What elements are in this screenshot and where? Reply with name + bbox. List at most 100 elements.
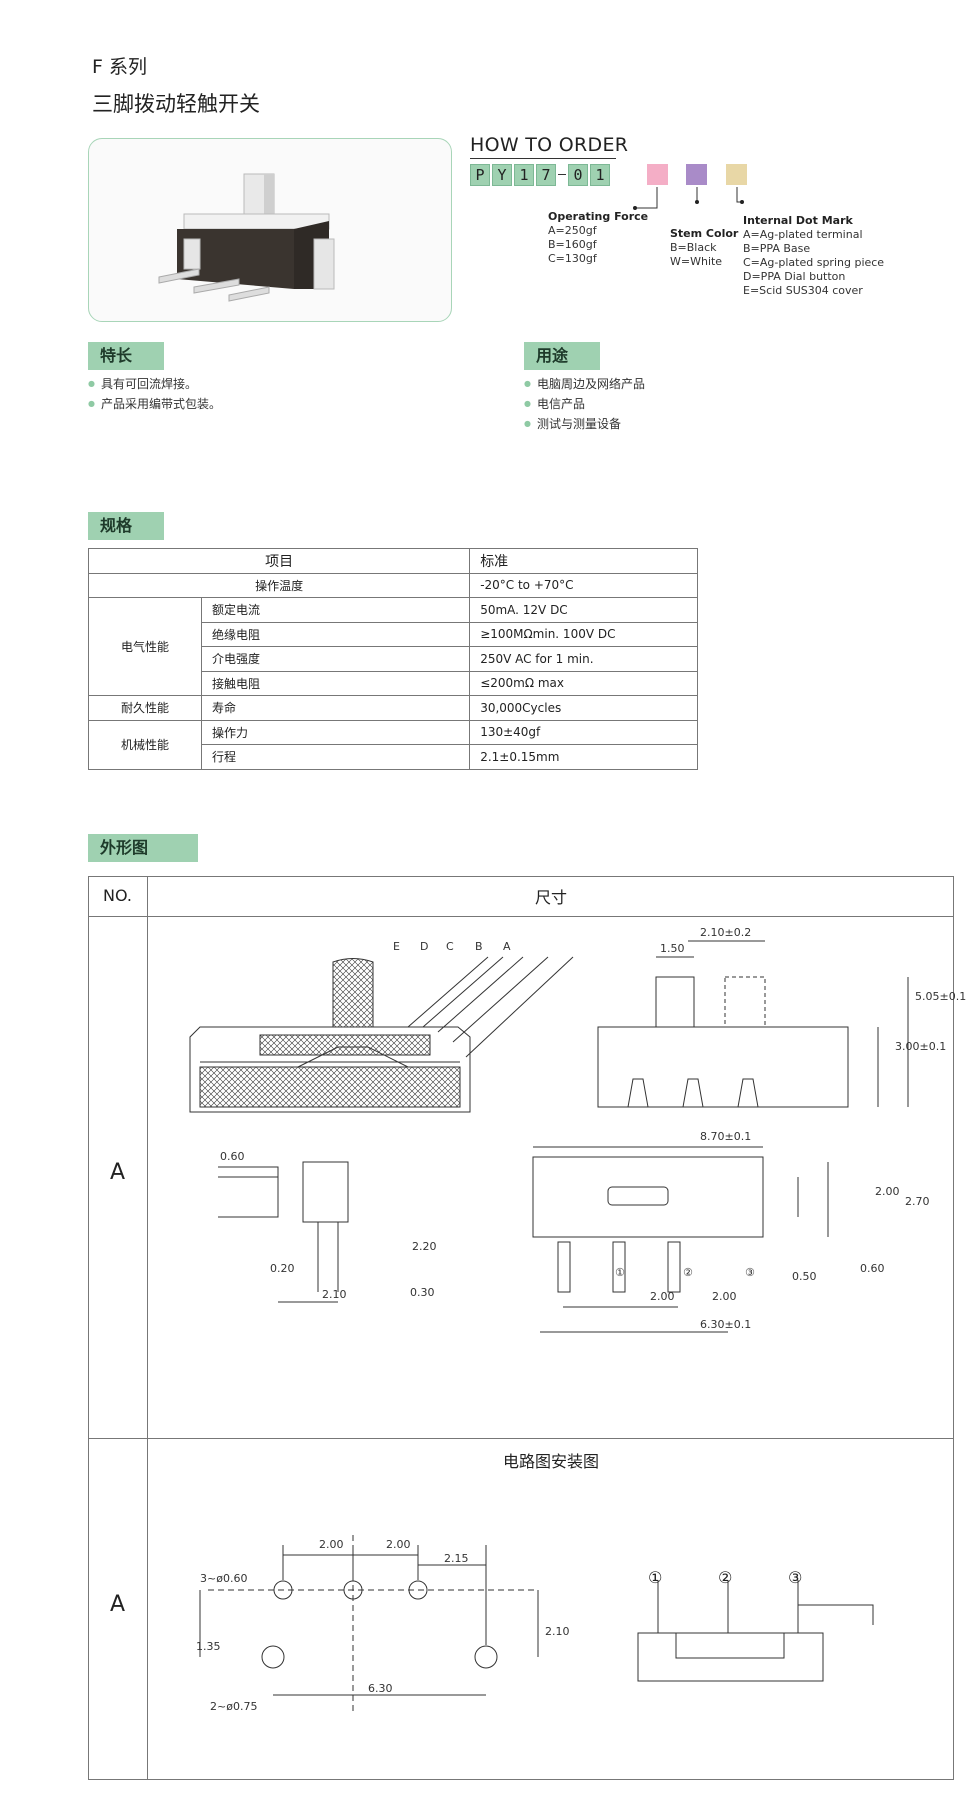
section-letter: E (393, 940, 400, 953)
dim-label: 0.50 (792, 1270, 817, 1283)
spec-cell: 250V AC for 1 min. (469, 646, 698, 672)
row-label-a-circuit: A (110, 1592, 126, 1617)
product-photo-frame (88, 138, 452, 322)
mounting-drawing (199, 1535, 874, 1715)
feature-item: 产品采用编带式包装。 (88, 394, 221, 414)
mount-dim: 2.10 (545, 1625, 570, 1638)
dot-option: C=Ag-plated spring piece (743, 256, 885, 269)
stem-color-title: Stem Color (670, 227, 739, 240)
pin-number: ② (683, 1266, 693, 1279)
spec-cell: 绝缘电阻 (200, 621, 471, 647)
circuit-pin: ③ (788, 1568, 803, 1587)
spec-cell: 50mA. 12V DC (469, 597, 698, 623)
dim-label: 0.30 (410, 1286, 435, 1299)
outline-frame (88, 876, 954, 1780)
stem-swatch (686, 164, 707, 185)
code-cell: 1 (590, 164, 610, 186)
mount-dim: 2.00 (319, 1538, 344, 1551)
col-no-header: NO. (103, 886, 132, 905)
stem-color-block: Stem Color B=Black W=White (670, 227, 738, 269)
code-cell: 7 (536, 164, 556, 186)
spec-cell: ≥100MΩmin. 100V DC (469, 621, 698, 647)
col-size-header: 尺寸 (534, 888, 567, 907)
dim-label: 2.20 (412, 1240, 437, 1253)
code-cell: 1 (514, 164, 534, 186)
dimension-drawing (189, 940, 909, 1333)
table-row: 绝缘电阻 ≥100MΩmin. 100V DC (89, 621, 698, 647)
order-leader-lines (633, 187, 744, 210)
table-row: 机械性能 操作力 130±40gf (88, 719, 698, 770)
section-letter: C (446, 940, 454, 953)
row-label-a: A (110, 1160, 126, 1185)
section-letter: D (420, 940, 429, 953)
switch-illustration (158, 173, 335, 302)
table-row: 电气性能 额定电流 50mA. 12V DC (88, 597, 698, 696)
spec-header-item: 项目 (87, 548, 471, 574)
spec-cell: 2.1±0.15mm (469, 744, 698, 770)
section-letter: A (503, 940, 511, 953)
dim-label: 0.20 (270, 1262, 295, 1275)
spec-group: 机械性能 (88, 719, 202, 770)
operating-force-title: Operating Force (548, 210, 649, 223)
table-row: 介电强度 250V AC for 1 min. (89, 646, 698, 672)
spec-tag: 规格 (88, 512, 164, 540)
dim-label: 6.30±0.1 (700, 1318, 752, 1331)
features-list: 具有可回流焊接。 产品采用编带式包装。 (88, 374, 221, 414)
features-tag: 特长 (88, 342, 164, 370)
table-row: 接触电阻 ≤200mΩ max (89, 670, 698, 696)
use-item: 电信产品 (524, 394, 645, 414)
feature-item: 具有可回流焊接。 (88, 374, 221, 394)
dim-label: 2.10±0.2 (700, 926, 752, 939)
mount-dim: 2.15 (444, 1552, 469, 1565)
force-swatch (647, 164, 668, 185)
outline-tag: 外形图 (88, 834, 198, 862)
outline-header-divider (88, 916, 954, 917)
code-cell: Y (492, 164, 512, 186)
how-to-order-title: HOW TO ORDER (470, 134, 629, 156)
spec-cell: -20°C to +70°C (469, 572, 698, 598)
operating-force-block: Operating Force A=250gf B=160gf C=130gf (548, 210, 648, 266)
code-cell: P (470, 164, 490, 186)
force-option: C=130gf (548, 252, 597, 265)
pin-number: ① (615, 1266, 625, 1279)
force-option: A=250gf (548, 224, 597, 237)
spec-cell: 操作力 (200, 719, 471, 745)
outline-column-divider (147, 876, 148, 1780)
circuit-pin: ② (718, 1568, 733, 1587)
spec-cell: ≤200mΩ max (469, 670, 698, 696)
circuit-title: 电路图安装图 (502, 1452, 599, 1471)
spec-cell: 介电强度 (200, 646, 471, 672)
spec-group: 耐久性能 (88, 695, 202, 721)
product-title: 三脚拨动轻触开关 (92, 92, 260, 116)
dim-label: 1.50 (660, 942, 685, 955)
dim-label: 2.10 (322, 1288, 347, 1301)
table-row: 项目 标准 (87, 548, 698, 574)
dim-label: 2.00 (712, 1290, 737, 1303)
dim-label: 2.00 (650, 1290, 675, 1303)
dim-label: 3.00±0.1 (895, 1040, 947, 1053)
section-letter: B (475, 940, 483, 953)
stem-option: W=White (670, 255, 723, 268)
dot-mark-title: Internal Dot Mark (743, 214, 853, 227)
spec-cell: 额定电流 (200, 597, 471, 623)
dim-label: 0.60 (860, 1262, 885, 1275)
spec-cell: 30,000Cycles (469, 695, 698, 721)
spec-cell: 寿命 (200, 695, 471, 721)
stem-option: B=Black (670, 241, 717, 254)
dim-label: 2.70 (905, 1195, 930, 1208)
mount-dim: 3~ø0.60 (200, 1572, 248, 1585)
spec-group: 电气性能 (88, 597, 202, 696)
spec-table: 项目 标准 操作温度 -20°C to +70°C 电气性能 额定电流 50mA… (87, 548, 698, 770)
circuit-pin: ① (648, 1568, 663, 1587)
mount-dim: 2~ø0.75 (210, 1700, 258, 1713)
spec-cell: 130±40gf (469, 719, 698, 745)
use-item: 测试与测量设备 (524, 414, 645, 434)
dot-swatch (726, 164, 747, 185)
dim-label: 0.60 (220, 1150, 245, 1163)
dot-mark-block: Internal Dot Mark A=Ag-plated terminal B… (743, 214, 884, 298)
mount-dim: 1.35 (196, 1640, 221, 1653)
uses-tag: 用途 (524, 342, 600, 370)
uses-list: 电脑周边及网络产品 电信产品 测试与测量设备 (524, 374, 645, 434)
table-row: 操作温度 -20°C to +70°C (87, 572, 698, 598)
spec-cell: 接触电阻 (200, 670, 471, 696)
